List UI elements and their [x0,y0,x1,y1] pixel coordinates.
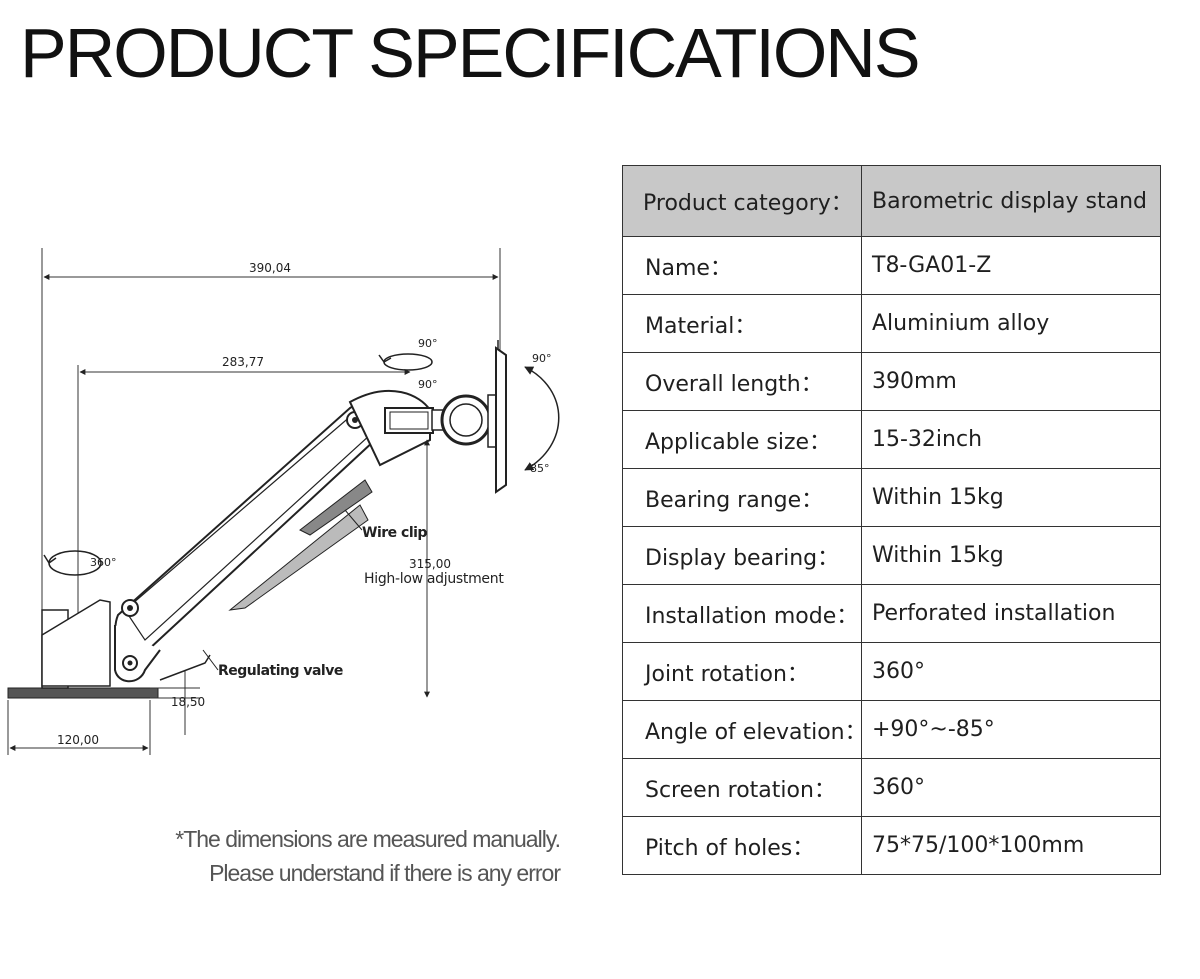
spec-row: Display bearing： Within 15kg [622,526,1161,585]
angle-tilt-top: 90° [418,337,438,350]
dim-height: 315,00 [409,439,451,698]
spec-label: Overall length： [622,352,862,411]
angle-pitch-up: 90° [532,352,552,365]
rotation-indicators: 90° 90° 90° 85° 360° [43,337,560,576]
spec-label: Installation mode： [622,584,862,643]
dim-label-overall: 390,04 [249,261,291,275]
spec-row: Overall length： 390mm [622,352,1161,411]
spec-header-row: Product category： Barometric display sta… [622,165,1161,237]
spec-row: Material： Aluminium alloy [622,294,1161,353]
spec-value: 75*75/100*100mm [861,816,1161,875]
spec-label: Name： [622,236,862,295]
base-plate [7,599,159,699]
label-high-low: High-low adjustment [364,571,504,587]
angle-base-rotation: 360° [90,556,117,569]
spec-row: Joint rotation： 360° [622,642,1161,701]
measurement-note: *The dimensions are measured manually. P… [150,822,561,890]
spec-label: Angle of elevation： [622,700,867,759]
spec-label: Joint rotation： [622,642,862,701]
dim-label-base-width: 120,00 [57,733,99,747]
arm-head [348,340,507,494]
spec-row: Applicable size： 15-32inch [622,410,1161,469]
monitor-arm-diagram: 390,04 283,77 [7,248,560,755]
spec-row: Installation mode： Perforated installati… [622,584,1161,643]
callouts: Wire clip High-low adjustment Regulating… [159,509,505,681]
spec-value: 15-32inch [861,410,1161,469]
spec-row: Angle of elevation： +90°~-85° [622,700,1161,759]
label-regulating-valve: Regulating valve [218,663,343,679]
dim-label-base-height: 18,50 [171,695,205,709]
spec-label: Product category： [622,165,862,237]
spec-label: Bearing range： [622,468,862,527]
spec-value: 360° [861,758,1161,817]
spec-value: Barometric display stand [861,165,1161,237]
spec-row: Bearing range： Within 15kg [622,468,1161,527]
spec-label: Material： [622,294,862,353]
spec-value: Within 15kg [861,526,1161,585]
spec-label: Display bearing： [622,526,862,585]
angle-tilt-mid: 90° [418,378,438,391]
dim-label-height: 315,00 [409,557,451,571]
page-title: PRODUCT SPECIFICATIONS [20,14,921,92]
spec-value: 360° [861,642,1161,701]
spec-row: Pitch of holes： 75*75/100*100mm [622,816,1161,875]
spec-row: Name： T8-GA01-Z [622,236,1161,295]
note-line-2: Please understand if there is any error [209,860,561,886]
note-line-1: *The dimensions are measured manually. [175,826,561,852]
angle-pitch-down: 85° [530,462,550,475]
spec-value: Within 15kg [861,468,1161,527]
spec-value: Aluminium alloy [861,294,1161,353]
dim-base: 18,50 120,00 [7,670,205,755]
spec-table: Product category： Barometric display sta… [622,165,1161,875]
spec-value: T8-GA01-Z [861,236,1161,295]
spec-label: Applicable size： [622,410,862,469]
spec-value: Perforated installation [861,584,1161,643]
lower-arm [114,403,380,683]
spec-label: Screen rotation： [622,758,862,817]
dim-overall-length: 390,04 [41,248,501,680]
dim-label-arm: 283,77 [222,355,264,369]
spec-row: Screen rotation： 360° [622,758,1161,817]
spec-value: 390mm [861,352,1161,411]
spec-label: Pitch of holes： [622,816,862,875]
spec-value: +90°~-85° [861,700,1161,759]
label-wire-clip: Wire clip [362,525,427,541]
